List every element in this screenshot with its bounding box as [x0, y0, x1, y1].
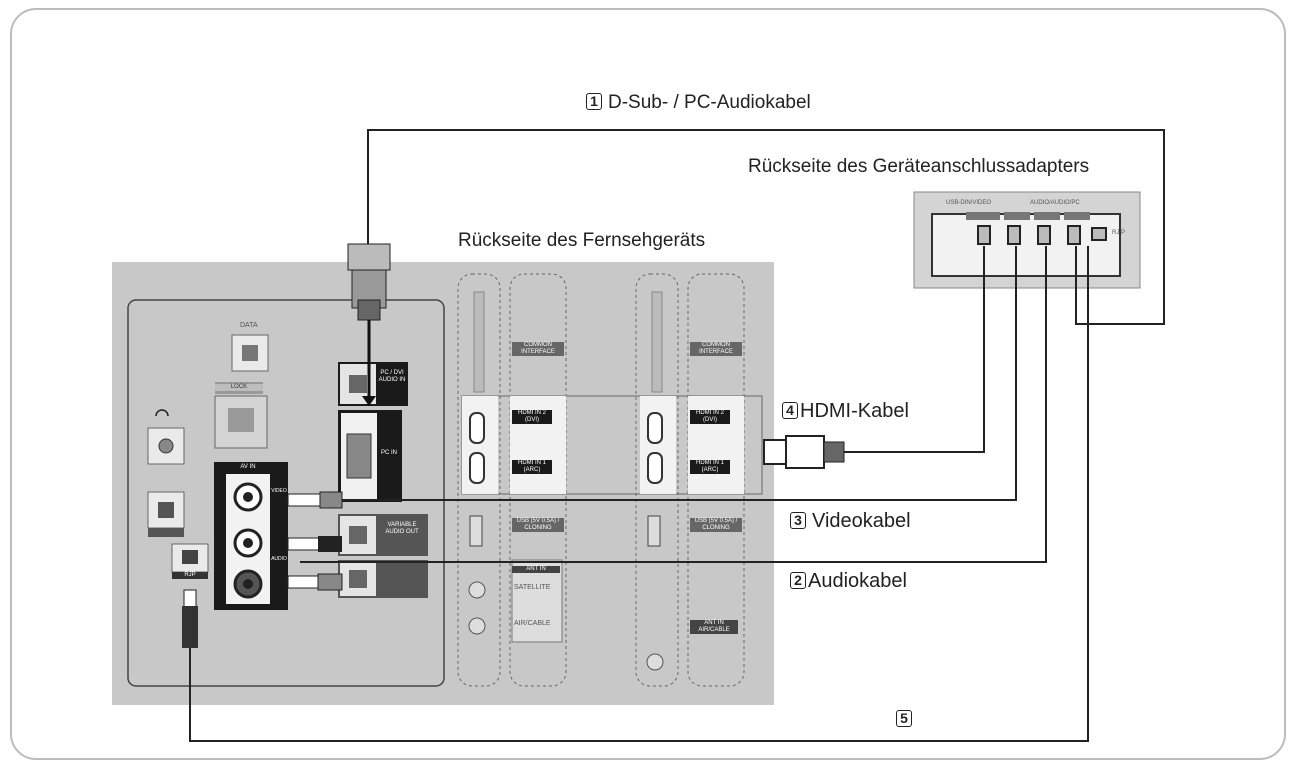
- rjp-label: RJP: [172, 572, 208, 579]
- tv-connector-area: [127, 299, 445, 687]
- cable3-label: 3 Videokabel: [790, 510, 911, 533]
- pc-dvi-audio-label: PC / DVI AUDIO IN: [378, 370, 406, 384]
- av-in-label: AV IN: [226, 464, 270, 471]
- cable1-text: D-Sub- / PC-Audiokabel: [608, 92, 811, 113]
- hdmi2-b-label: HDMI IN 2 (DVI): [690, 410, 730, 424]
- dsub-connector: [347, 243, 391, 406]
- pc-in-label: PC IN: [378, 450, 400, 457]
- cable2-number: 2: [790, 572, 806, 589]
- lock-port-label: LOCK: [215, 384, 263, 391]
- air-cable-a-label: AIR/CABLE: [514, 620, 551, 627]
- ant-a-label: ANT IN: [512, 566, 560, 573]
- video-label: VIDEO: [270, 488, 288, 495]
- diagram-frame: [10, 8, 1286, 760]
- usb-a-label: USB (5V 0.5A) / CLONING: [512, 518, 564, 532]
- adapter-left-label: USB-DIN/VIDEO: [946, 200, 992, 206]
- cable4-text: HDMI-Kabel: [800, 400, 909, 422]
- hdmi1-a-label: HDMI IN 1 (ARC): [512, 460, 552, 474]
- cable-rjp: [189, 246, 1089, 742]
- cable-video: [300, 246, 1017, 501]
- usb-b-label: USB (5V 0.5A) / CLONING: [690, 518, 742, 532]
- cable3-text: Videokabel: [812, 510, 911, 532]
- audio-label: AUDIO: [270, 556, 288, 563]
- cable3-number: 3: [790, 512, 806, 529]
- common-interface-a-label: COMMON INTERFACE: [512, 342, 564, 356]
- cable-hdmi: [844, 246, 985, 453]
- lock-port: [214, 395, 268, 449]
- cable4-number: 4: [782, 402, 798, 419]
- rjp-port: [171, 543, 209, 573]
- hdmi1-b-label: HDMI IN 1 (ARC): [690, 460, 730, 474]
- hdmi2-a-label: HDMI IN 2 (DVI): [512, 410, 552, 424]
- cable1-label: 1 D-Sub- / PC-Audiokabel: [586, 92, 811, 114]
- cable2-text: Audiokabel: [808, 570, 907, 592]
- variable-audio-label: VARIABLE AUDIO OUT: [378, 522, 426, 536]
- common-interface-b-label: COMMON INTERFACE: [690, 342, 742, 356]
- data-port: [231, 334, 269, 372]
- hdmi-plug: [763, 435, 845, 469]
- cable5-number: 5: [896, 710, 912, 727]
- cable5-label: 5: [896, 708, 918, 731]
- data-port-label: DATA: [240, 322, 258, 329]
- adapter-right-label: AUDIO/AUDIO/PC: [1030, 200, 1080, 206]
- headphone-jack: [147, 409, 185, 465]
- optical-port: [147, 491, 185, 529]
- ant-b-label: ANT IN AIR/CABLE: [690, 620, 738, 634]
- adapter-title: Rückseite des Geräteanschlussadapters: [748, 156, 1090, 177]
- satellite-a-label: SATELLITE: [514, 584, 551, 591]
- adapter-side-label: RJ/P: [1112, 230, 1126, 236]
- cable-audio: [300, 246, 1047, 563]
- cable-dsub: [367, 129, 1165, 325]
- tv-title: Rückseite des Fernsehgeräts: [458, 230, 706, 251]
- cable1-number: 1: [586, 93, 602, 110]
